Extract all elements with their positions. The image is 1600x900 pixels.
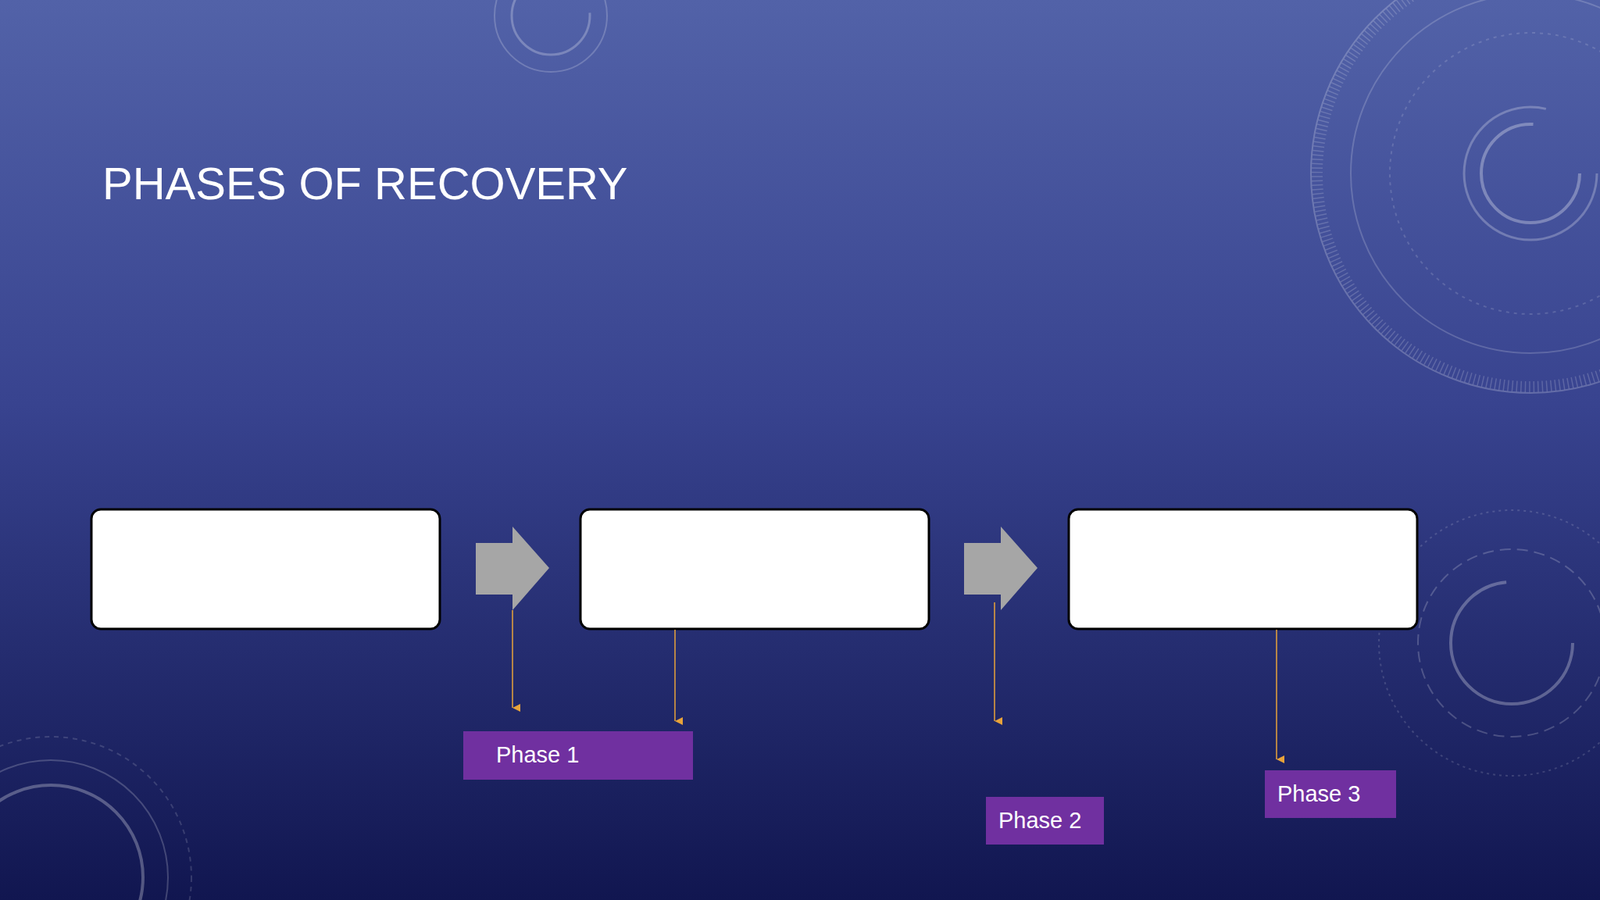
corner-ring	[1450, 582, 1573, 704]
stage-box	[91, 509, 440, 629]
dial-ring	[1464, 107, 1597, 240]
leader-line	[993, 602, 996, 722]
stage-boxes	[91, 509, 1418, 629]
leader-line	[674, 629, 676, 722]
stage-box	[580, 509, 929, 629]
dial-ring	[1350, 0, 1600, 354]
corner-ring	[511, 0, 590, 55]
block-arrow	[475, 526, 550, 611]
corner-ring	[0, 760, 168, 900]
corner-ring	[0, 736, 192, 900]
stage-box	[1068, 509, 1418, 629]
leader-line	[511, 610, 514, 708]
phase-label: Phase 3	[1264, 770, 1397, 818]
slide-title: PHASES OF RECOVERY	[102, 160, 629, 207]
dial-ticks	[1317, 0, 1600, 387]
phase-text: Phase 2	[998, 808, 1082, 834]
phase-text: Phase 3	[1277, 782, 1361, 808]
leader-line	[1275, 629, 1278, 760]
phase-label: Phase 2	[985, 796, 1104, 845]
block-arrows	[475, 526, 1038, 611]
dial-ring	[1389, 32, 1600, 315]
phase-label: Phase 1	[463, 731, 693, 780]
corner-ring	[494, 0, 608, 72]
corner-ring	[0, 785, 143, 900]
dial-ring	[1481, 124, 1580, 223]
block-arrow	[964, 526, 1038, 611]
dial-ring	[1310, 0, 1600, 393]
corner-ring	[1417, 549, 1600, 737]
phase-text: Phase 1	[496, 742, 579, 768]
